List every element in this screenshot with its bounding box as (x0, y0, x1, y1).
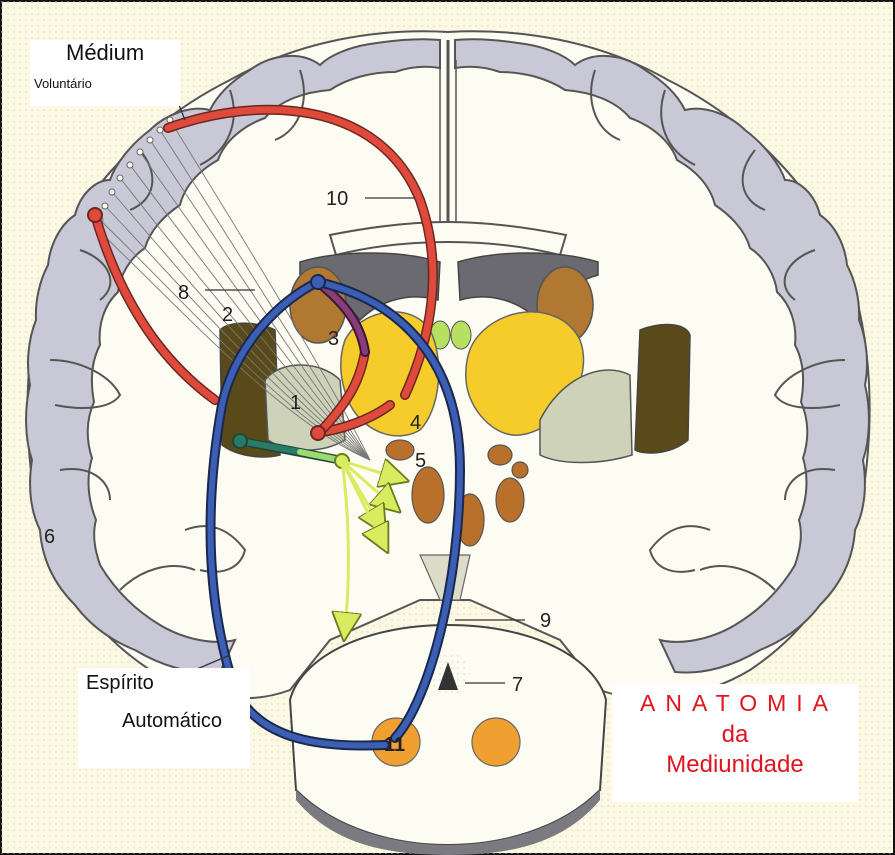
title-line-da: da (612, 721, 858, 749)
label-4: 4 (410, 412, 421, 435)
blue-node-top (311, 275, 325, 289)
label-10: 10 (326, 188, 348, 211)
label-2: 2 (222, 304, 233, 327)
title-line-anatomia: ANATOMIA (620, 690, 858, 717)
label-6: 6 (44, 526, 55, 549)
label-11: 11 (384, 734, 405, 757)
right-putamen (635, 325, 690, 453)
label-3: 3 (328, 328, 339, 351)
red-thalamus-node (311, 426, 325, 440)
voluntario-label: Voluntário (34, 76, 92, 91)
red-origin-node (88, 208, 102, 222)
label-9: 9 (540, 610, 551, 633)
label-5: 5 (415, 450, 426, 473)
title-line-mediunidade: Mediunidade (612, 751, 858, 779)
automatico-label: Automático (122, 710, 222, 733)
espirito-label: Espírito (86, 672, 154, 695)
right-fornix (451, 321, 471, 349)
medium-label: Médium (66, 40, 144, 66)
title-box: ANATOMIA da Mediunidade (612, 684, 858, 802)
label-7: 7 (512, 674, 523, 697)
right-pontine-nucleus (472, 718, 520, 766)
green-node-start (233, 434, 247, 448)
label-1: 1 (290, 392, 301, 415)
label-8: 8 (178, 282, 189, 305)
